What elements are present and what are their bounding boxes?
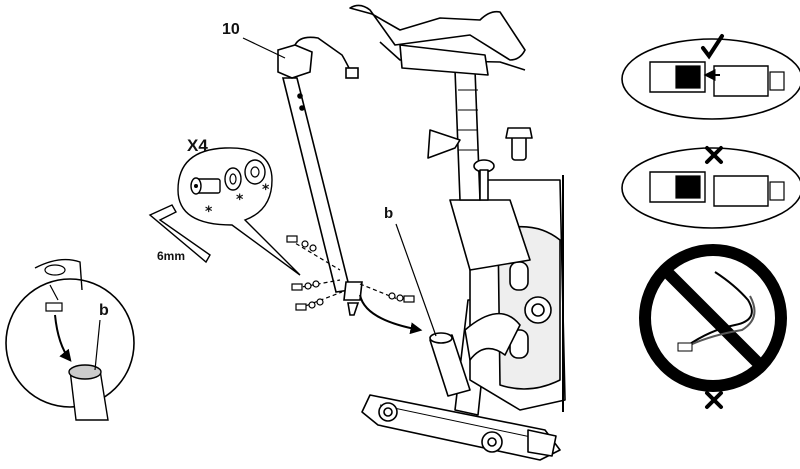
prohibition-icon xyxy=(645,250,781,386)
star-mark: * xyxy=(205,205,212,219)
star-mark: * xyxy=(236,193,243,207)
left-inset xyxy=(6,260,134,420)
part-number-label: 10 xyxy=(222,22,240,38)
callout-b-label: b xyxy=(384,206,393,221)
bolt-count-label: X4 xyxy=(187,137,208,154)
star-mark: * xyxy=(262,183,269,197)
seat-post xyxy=(278,37,362,315)
callout-b-leader xyxy=(396,224,436,336)
cross-icon-bottom xyxy=(707,393,721,407)
hardware-callout xyxy=(178,148,300,275)
bike-frame xyxy=(350,5,565,460)
part-10-leader xyxy=(243,38,285,58)
inset-b-label: b xyxy=(99,303,109,319)
wrench-size-label: 6mm xyxy=(157,250,185,262)
